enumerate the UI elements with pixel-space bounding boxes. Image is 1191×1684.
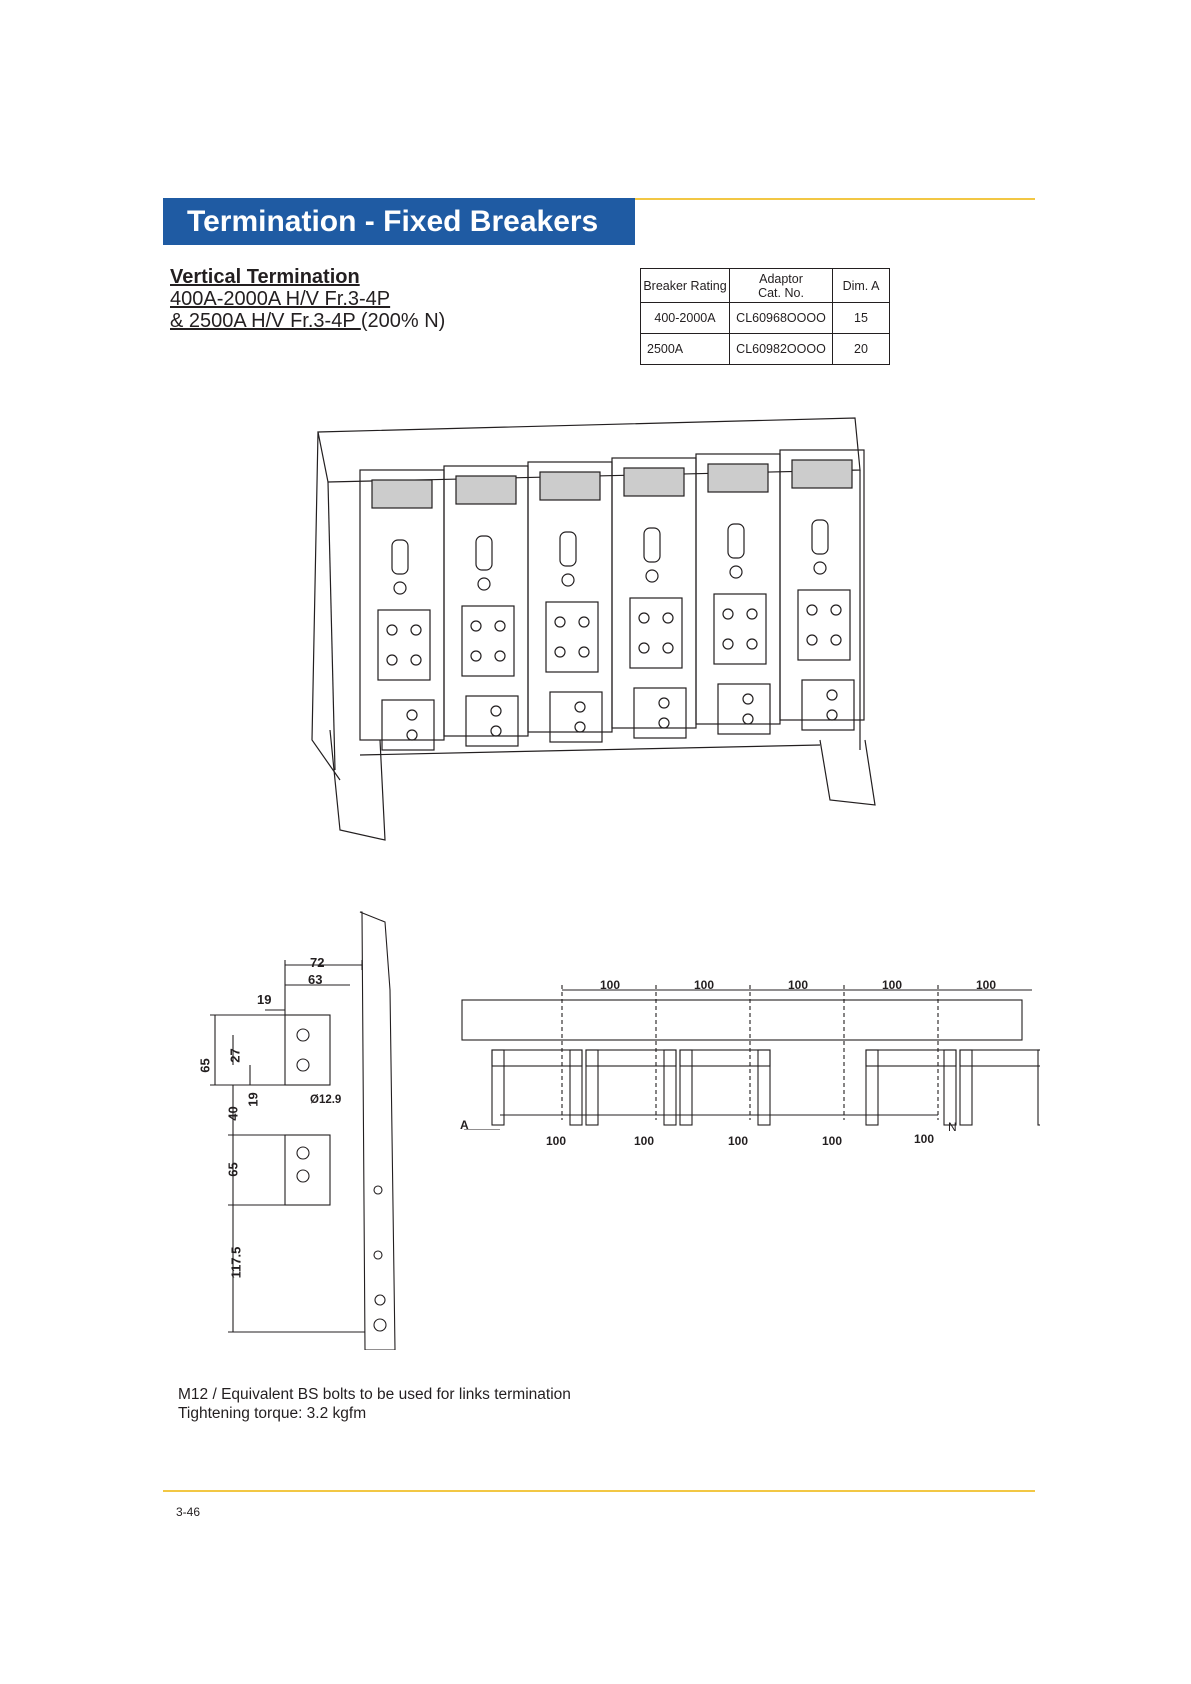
dim-a-label: A	[460, 1118, 469, 1132]
col-adaptor-cat: Adaptor Cat. No.	[729, 268, 833, 303]
dim-hole-diameter: Ø12.9	[310, 1094, 342, 1106]
top-pitch: 100	[788, 978, 809, 992]
cell-dim-a: 15	[832, 302, 890, 334]
bottom-pitch: 100	[914, 1132, 935, 1146]
bottom-rule	[163, 1490, 1035, 1492]
col-dim-a: Dim. A	[832, 268, 890, 303]
top-pitch: 100	[694, 978, 715, 992]
bottom-pitch: 100	[728, 1134, 749, 1148]
bottom-pitch: 100	[634, 1134, 655, 1148]
dim-72: 72	[310, 955, 325, 970]
dim-27: 27	[227, 1048, 243, 1063]
top-view-drawing	[461, 985, 1040, 1130]
bottom-pitch: 100	[822, 1134, 843, 1148]
cell-cat-no: CL60968OOOO	[729, 302, 833, 334]
top-rule	[635, 198, 1035, 200]
dim-63: 63	[308, 972, 323, 987]
table-header-row: Breaker Rating Adaptor Cat. No. Dim. A	[640, 268, 890, 303]
top-pitch: 100	[882, 978, 903, 992]
bolt-note: M12 / Equivalent BS bolts to be used for…	[178, 1385, 571, 1423]
heading-rating-line-2: & 2500A H/V Fr.3-4P (200% N)	[170, 310, 446, 332]
pole-units	[359, 449, 865, 751]
dim-65-lower: 65	[225, 1162, 241, 1177]
cell-rating: 400-2000A	[640, 302, 730, 334]
terminal-links	[491, 1049, 1040, 1126]
dim-117-5: 117.5	[228, 1246, 244, 1279]
heading-rating-line: 400A-2000A H/V Fr.3-4P	[170, 288, 391, 310]
bottom-pitch: 100	[546, 1134, 567, 1148]
col-breaker-rating: Breaker Rating	[640, 268, 730, 303]
table-row: 400-2000A CL60968OOOO 15	[640, 302, 890, 334]
page-number: 3-46	[176, 1505, 201, 1519]
dim-19-mid: 19	[245, 1092, 261, 1107]
cell-cat-no: CL60982OOOO	[729, 333, 833, 365]
cell-rating: 2500A	[640, 333, 730, 365]
section-heading: Vertical Termination 400A-2000A H/V Fr.3…	[170, 266, 445, 332]
neutral-label: N	[948, 1120, 957, 1134]
heading-vertical-termination: Vertical Termination	[170, 266, 360, 288]
side-view-drawing	[210, 911, 396, 1350]
breaker-isometric-drawing	[311, 417, 876, 841]
dim-19-top: 19	[257, 992, 272, 1007]
note-bolts: M12 / Equivalent BS bolts to be used for…	[178, 1386, 571, 1403]
top-pitch: 100	[976, 978, 997, 992]
dim-65-outer: 65	[197, 1058, 213, 1073]
top-pitch: 100	[600, 978, 621, 992]
dim-40: 40	[225, 1106, 241, 1121]
page-title: Termination - Fixed Breakers	[163, 198, 635, 245]
table-row: 2500A CL60982OOOO 20	[640, 333, 890, 365]
note-torque: Tightening torque: 3.2 kgfm	[178, 1405, 367, 1422]
adaptor-table: Breaker Rating Adaptor Cat. No. Dim. A 4…	[640, 268, 890, 365]
cell-dim-a: 20	[832, 333, 890, 365]
